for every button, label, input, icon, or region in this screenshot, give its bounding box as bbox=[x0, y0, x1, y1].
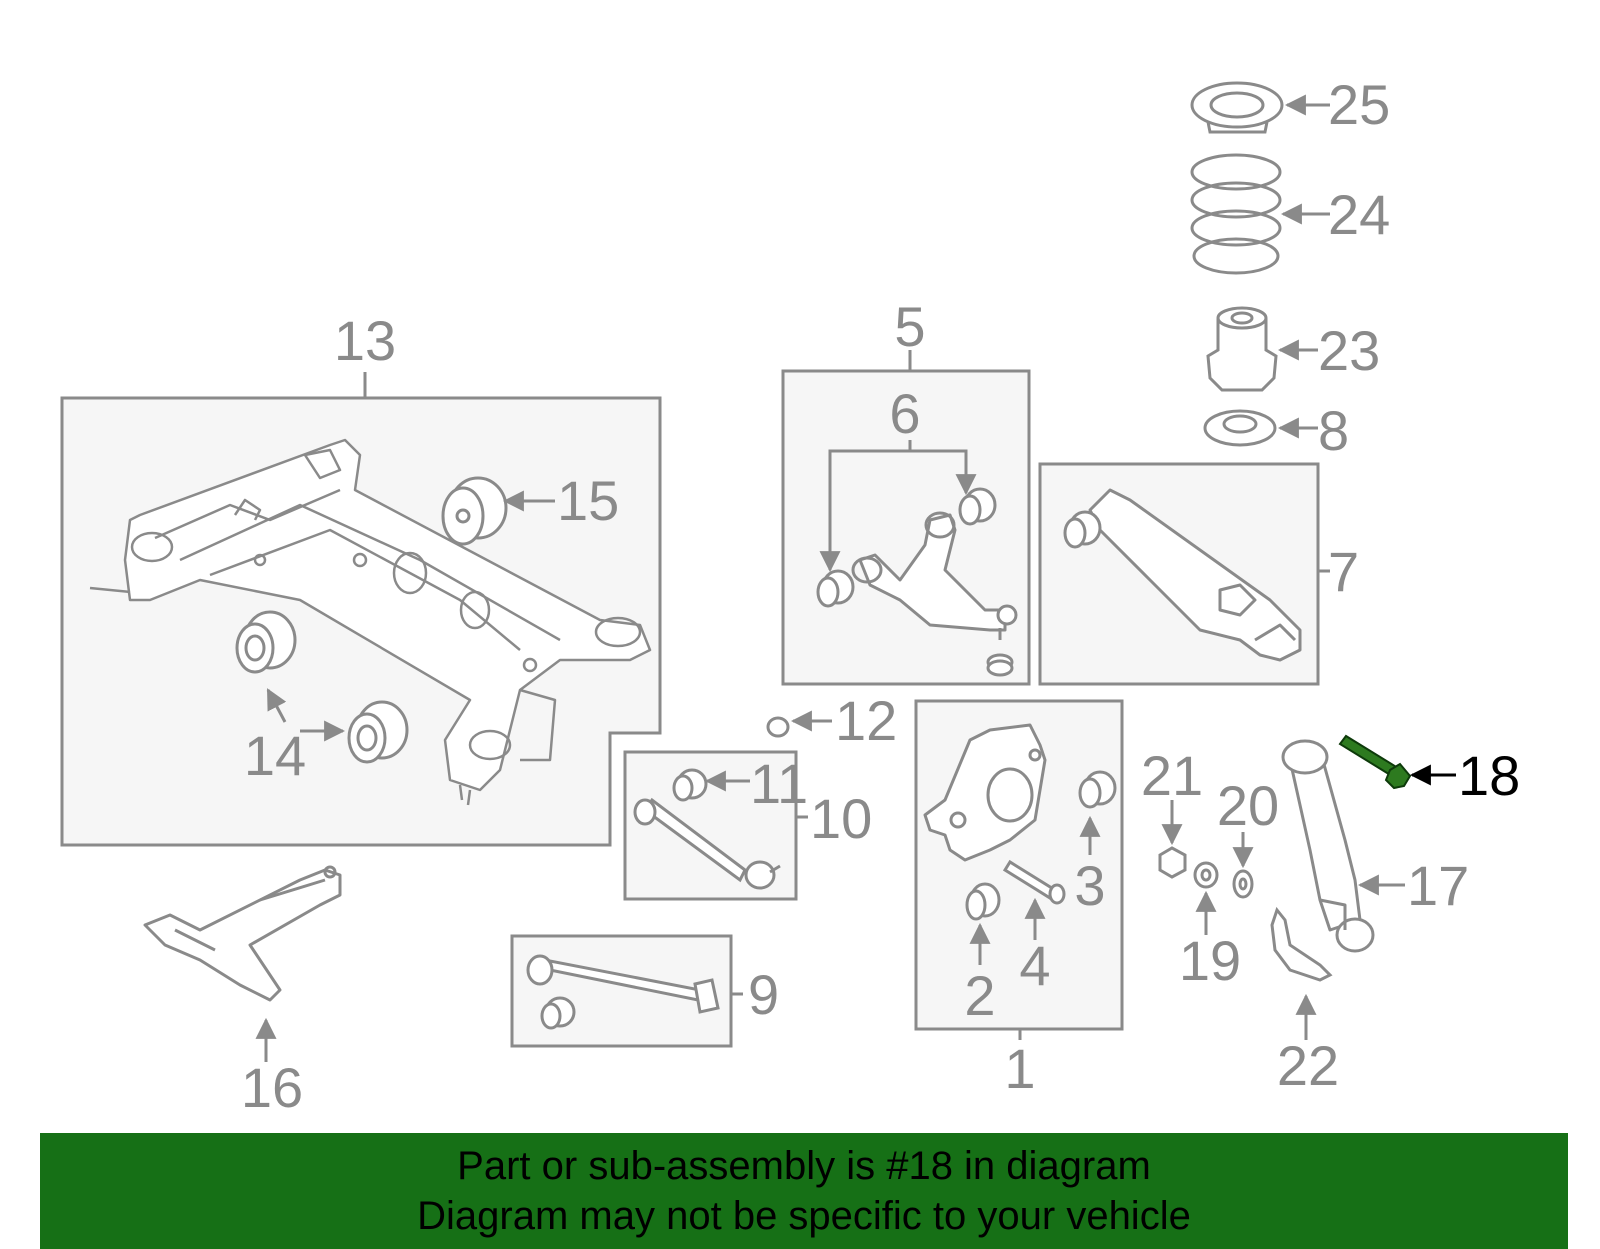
part-label-9: 9 bbox=[748, 963, 779, 1026]
part-label-17: 17 bbox=[1407, 854, 1469, 917]
bump-stop-23-drawing bbox=[1206, 306, 1278, 392]
bushing-3-drawing bbox=[1078, 770, 1117, 809]
bushing-9-drawing bbox=[540, 996, 576, 1030]
upper-control-arm-drawing bbox=[851, 511, 1018, 640]
toe-link-10-drawing bbox=[633, 797, 781, 890]
washer-12-drawing bbox=[766, 716, 790, 738]
upper-spring-seat-25-drawing bbox=[1190, 81, 1284, 134]
banner-line-2: Diagram may not be specific to your vehi… bbox=[417, 1194, 1191, 1238]
lower-control-arm-16-drawing bbox=[143, 865, 342, 1002]
part-label-14: 14 bbox=[244, 724, 306, 787]
part-label-16: 16 bbox=[241, 1056, 303, 1119]
upper-arm-group-box bbox=[781, 369, 1031, 686]
part-label-6: 6 bbox=[889, 382, 920, 445]
part-label-23: 23 bbox=[1318, 319, 1380, 382]
part-label-20: 20 bbox=[1217, 774, 1279, 837]
part-label-12: 12 bbox=[835, 689, 897, 752]
shock-absorber-17-drawing bbox=[1281, 739, 1375, 953]
bushing-14-upper-drawing bbox=[235, 610, 297, 674]
washer-19-drawing bbox=[1193, 861, 1219, 889]
lower-spring-seat-8-drawing bbox=[1203, 409, 1277, 447]
part-label-15: 15 bbox=[557, 469, 619, 532]
part-label-21: 21 bbox=[1141, 744, 1203, 807]
banner-line-1: Part or sub-assembly is #18 in diagram bbox=[457, 1144, 1151, 1188]
part-label-1: 1 bbox=[1004, 1037, 1035, 1100]
part-label-13: 13 bbox=[334, 309, 396, 372]
part-label-19: 19 bbox=[1179, 929, 1241, 992]
part-label-2: 2 bbox=[964, 964, 995, 1027]
nut-21-drawing bbox=[1158, 846, 1187, 879]
washer-20-drawing bbox=[1232, 869, 1254, 899]
lateral-link-9-drawing bbox=[526, 954, 720, 1014]
bushing-11-drawing bbox=[672, 768, 708, 802]
rear-crossmember-drawing bbox=[89, 438, 652, 806]
part-label-24: 24 bbox=[1328, 183, 1390, 246]
part-label-10: 10 bbox=[810, 787, 872, 850]
bushing-7-drawing bbox=[1063, 510, 1102, 549]
part-label-5: 5 bbox=[894, 295, 925, 358]
bushing-14-lower-drawing bbox=[347, 700, 409, 764]
part-label-11: 11 bbox=[750, 752, 808, 815]
ball-joint-washer-drawing bbox=[986, 653, 1014, 677]
part-label-4: 4 bbox=[1019, 934, 1050, 997]
coil-spring-24-drawing bbox=[1190, 153, 1282, 275]
bushing-2-drawing bbox=[965, 882, 1001, 921]
part-label-18-highlighted: 18 bbox=[1458, 744, 1520, 807]
bushing-15-drawing bbox=[441, 476, 508, 546]
part-label-8: 8 bbox=[1318, 399, 1349, 462]
part-label-3: 3 bbox=[1074, 854, 1105, 917]
shock-bolt-18-highlighted[interactable] bbox=[1338, 734, 1412, 790]
bushing-6-upper-drawing bbox=[958, 487, 997, 526]
knuckle-1-drawing bbox=[923, 723, 1047, 862]
bushing-6-lower-drawing bbox=[816, 569, 855, 608]
bracket-22-drawing bbox=[1270, 906, 1333, 982]
highlight-notice-banner: Part or sub-assembly is #18 in diagram D… bbox=[40, 1133, 1568, 1249]
part-label-7: 7 bbox=[1328, 540, 1359, 603]
part-label-25: 25 bbox=[1328, 73, 1390, 136]
knuckle-group-box bbox=[914, 699, 1124, 1031]
trailing-arm-7-drawing bbox=[1088, 488, 1302, 662]
bolt-4-drawing bbox=[1002, 859, 1066, 905]
part-label-22: 22 bbox=[1277, 1034, 1339, 1097]
